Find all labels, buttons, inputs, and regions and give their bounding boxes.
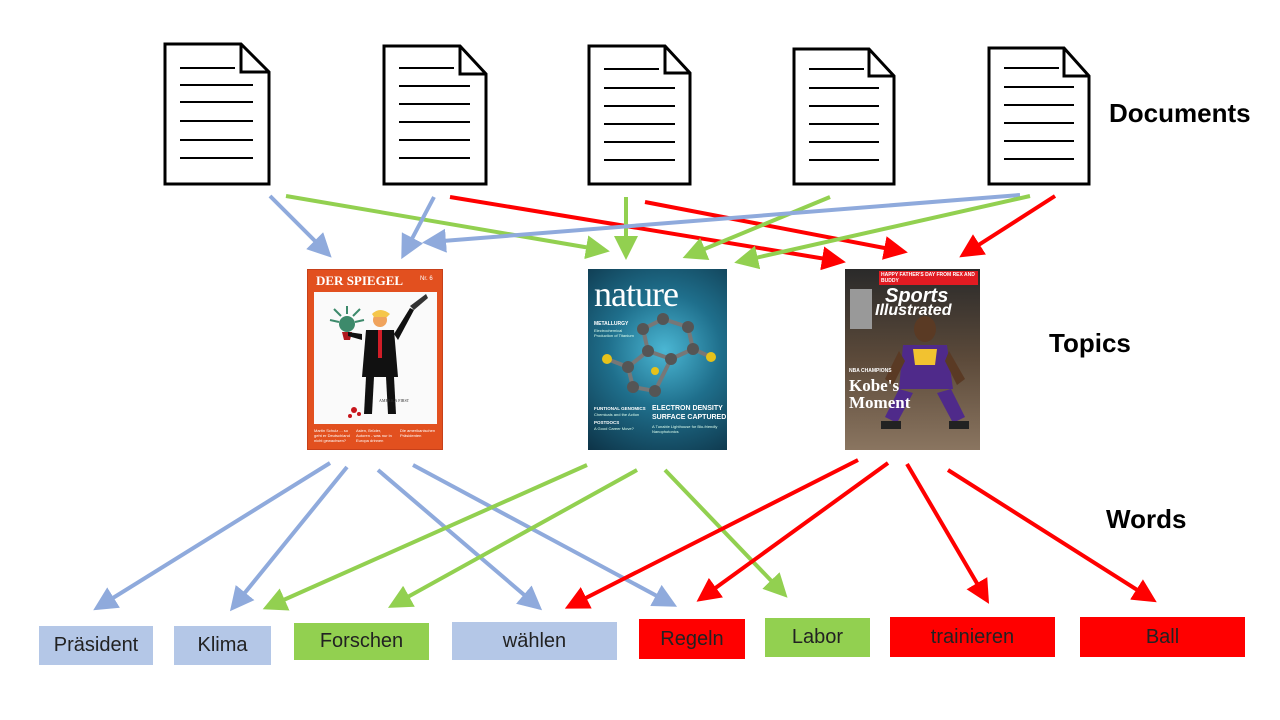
arrow-spiegel-regeln xyxy=(412,463,678,607)
arrow-sports-waehlen xyxy=(564,458,859,609)
spiegel-bottom-2: Asien, Brüder, Autoren - was nur in Euro… xyxy=(356,428,392,443)
word-waehlen[interactable]: wählen xyxy=(452,622,617,660)
spiegel-masthead: DER SPIEGEL xyxy=(316,273,404,288)
word-regeln[interactable]: Regeln xyxy=(639,619,745,659)
arrow-sports-regeln xyxy=(696,461,890,602)
nature-masthead: nature xyxy=(594,274,679,314)
documents-row xyxy=(163,42,1091,186)
spiegel-bottom-1: Martin Schulz ... so geht er Deutschland… xyxy=(314,428,350,443)
arrow-doc4-nature xyxy=(682,195,831,260)
sports-banner-bg xyxy=(879,271,978,285)
nature-bottom-left-2: Chemicals and the Action xyxy=(594,412,640,417)
sports-tag: NBA CHAMPIONS xyxy=(849,368,892,374)
arrow-doc2-spiegel xyxy=(401,196,436,260)
arrow-sports-ball xyxy=(946,468,1157,603)
sports-masthead-1: Sports xyxy=(885,285,949,307)
word-praesident[interactable]: Präsident xyxy=(39,626,153,665)
word-klima[interactable]: Klima xyxy=(174,626,271,665)
arrow-spiegel-waehlen xyxy=(376,468,543,611)
label-documents: Documents xyxy=(1109,98,1251,128)
arrow-doc1-spiegel xyxy=(268,194,332,258)
arrow-doc3-sports xyxy=(644,200,908,260)
spiegel-illustration xyxy=(329,294,428,418)
document-icon[interactable] xyxy=(163,42,271,186)
word-forschen[interactable]: Forschen xyxy=(294,623,429,660)
arrow-doc1-nature xyxy=(285,194,610,260)
document-icon[interactable] xyxy=(382,44,488,186)
nature-bottom-right-3: A Tunable Lighthouse for Bio-friendly Na… xyxy=(652,424,718,434)
nature-side-1: METALLURGY xyxy=(594,321,629,327)
spiegel-caption: AMERICA FIRST xyxy=(379,398,410,403)
topic-cover-sports[interactable]: HAPPY FATHER'S DAY FROM REX AND BUDDY Sp… xyxy=(845,269,980,450)
label-words: Words xyxy=(1106,504,1187,534)
document-icon[interactable] xyxy=(987,46,1091,186)
nature-bottom-left-4: A Good Career Move? xyxy=(594,426,634,431)
nature-bottom-left-1: FUNTIONAL GENOMICS xyxy=(594,406,646,411)
arrow-sports-trainieren xyxy=(905,462,990,604)
label-topics: Topics xyxy=(1049,328,1131,358)
word-trainieren[interactable]: trainieren xyxy=(890,617,1055,657)
nature-side-2: Electrochemical Production of Titanium xyxy=(594,328,634,338)
document-icon[interactable] xyxy=(587,44,692,186)
nature-bottom-right-1: ELECTRON DENSITY xyxy=(652,405,723,412)
arrow-nature-forschen-2 xyxy=(388,468,638,608)
arrow-spiegel-praesident xyxy=(93,461,332,611)
nature-molecule-illustration xyxy=(602,313,716,397)
sports-masthead-2: Illustrated xyxy=(875,302,952,319)
arrow-nature-labor xyxy=(663,468,788,598)
arrow-doc5-sports xyxy=(959,194,1057,258)
arrow-nature-forschen-1 xyxy=(262,463,588,611)
spiegel-issue: Nr. 6 xyxy=(420,276,433,282)
topic-cover-spiegel[interactable]: DER SPIEGEL Nr. 6 AMERICA FIRST Martin S… xyxy=(307,269,443,450)
word-labor[interactable]: Labor xyxy=(765,618,870,657)
spiegel-bottom-3: Die amerikanischen Präsidenten xyxy=(400,428,436,438)
document-icon[interactable] xyxy=(792,47,896,186)
arrow-doc5-nature xyxy=(734,194,1031,270)
sports-headline-1: Kobe's xyxy=(849,376,900,395)
arrow-spiegel-klima xyxy=(229,465,349,612)
sports-player-illustration xyxy=(850,289,969,429)
word-ball[interactable]: Ball xyxy=(1080,617,1245,657)
sports-banner: HAPPY FATHER'S DAY FROM REX AND BUDDY xyxy=(881,272,975,284)
arrow-doc2-sports xyxy=(449,195,846,271)
topic-cover-nature[interactable]: nature METALLURGY Electrochemical Produc… xyxy=(588,269,727,450)
nature-bottom-left-3: POSTDOCS xyxy=(594,420,620,425)
nature-bottom-right-2: SURFACE CAPTURED xyxy=(652,414,727,421)
sports-headline-2: Moment xyxy=(849,393,911,412)
arrow-doc5-spiegel xyxy=(422,193,1021,253)
